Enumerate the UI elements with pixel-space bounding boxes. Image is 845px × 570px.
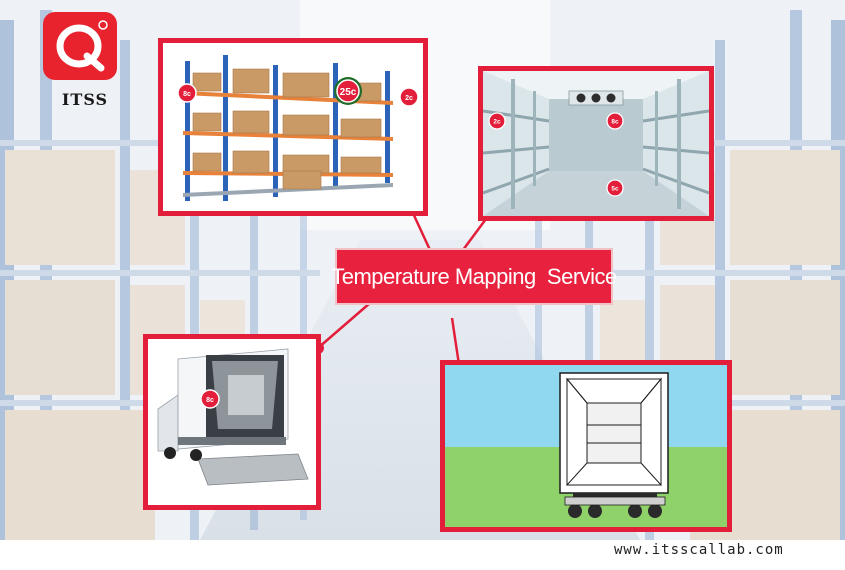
- warehouse-shelving-panel: 8c 25c 2c: [158, 38, 428, 216]
- temp-tag-1: 8c: [177, 83, 197, 103]
- svg-text:8c: 8c: [183, 91, 191, 98]
- temp-tag-7: 8c: [200, 389, 220, 409]
- logo-mark-icon: [56, 20, 108, 72]
- temp-tag-6: 5c: [606, 179, 624, 197]
- refrigerated-truck-panel: 8c: [143, 334, 321, 510]
- svg-text:2c: 2c: [405, 95, 413, 102]
- temp-tag-2: 25c: [334, 77, 362, 105]
- brand-name: ITSS: [61, 90, 109, 109]
- truck-3d-model-panel: [440, 360, 732, 532]
- service-title-banner: Temperature Mapping Service: [331, 248, 617, 305]
- svg-text:8c: 8c: [611, 119, 619, 126]
- cold-room-panel: 2c 8c 5c: [478, 66, 714, 221]
- truck-image: 8c: [148, 339, 316, 505]
- svg-text:5c: 5c: [611, 186, 619, 193]
- temp-tag-3: 2c: [399, 87, 419, 107]
- temp-tag-5: 8c: [606, 112, 624, 130]
- svg-text:8c: 8c: [206, 397, 214, 404]
- svg-text:2c: 2c: [493, 119, 501, 126]
- truck-3d-model-image: [445, 365, 727, 527]
- svg-text:25c: 25c: [340, 87, 357, 98]
- website-url[interactable]: www.itsscallab.com: [614, 542, 784, 558]
- itss-logo: [43, 12, 117, 80]
- warehouse-shelving-image: 8c 25c 2c: [163, 43, 423, 211]
- temp-tag-4: 2c: [488, 112, 506, 130]
- cold-room-image: 2c 8c 5c: [483, 71, 709, 216]
